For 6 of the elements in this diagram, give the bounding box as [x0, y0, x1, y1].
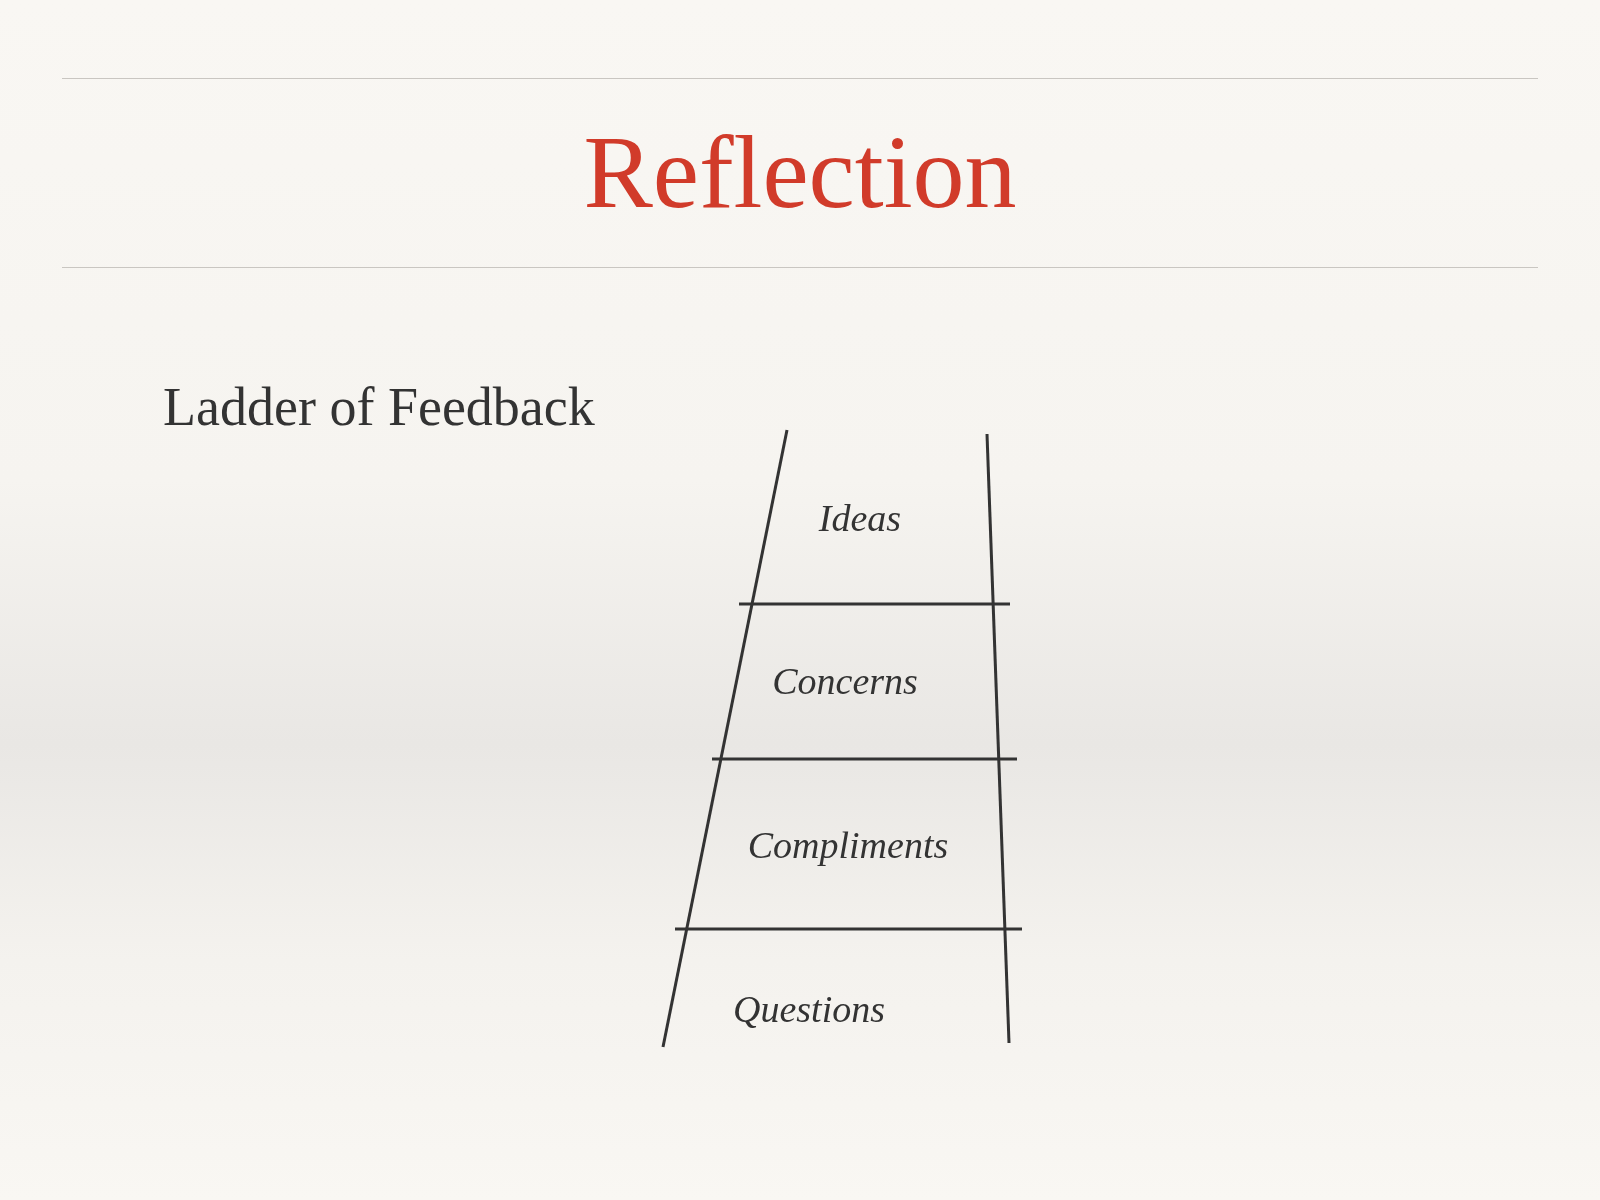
rung-label: Concerns	[772, 659, 918, 703]
rung-label: Compliments	[747, 823, 949, 867]
rung-label: Ideas	[818, 496, 902, 540]
slide-title: Reflection	[582, 113, 1018, 231]
subheading: Ladder of Feedback	[163, 376, 595, 439]
rung-label: Questions	[733, 987, 885, 1031]
